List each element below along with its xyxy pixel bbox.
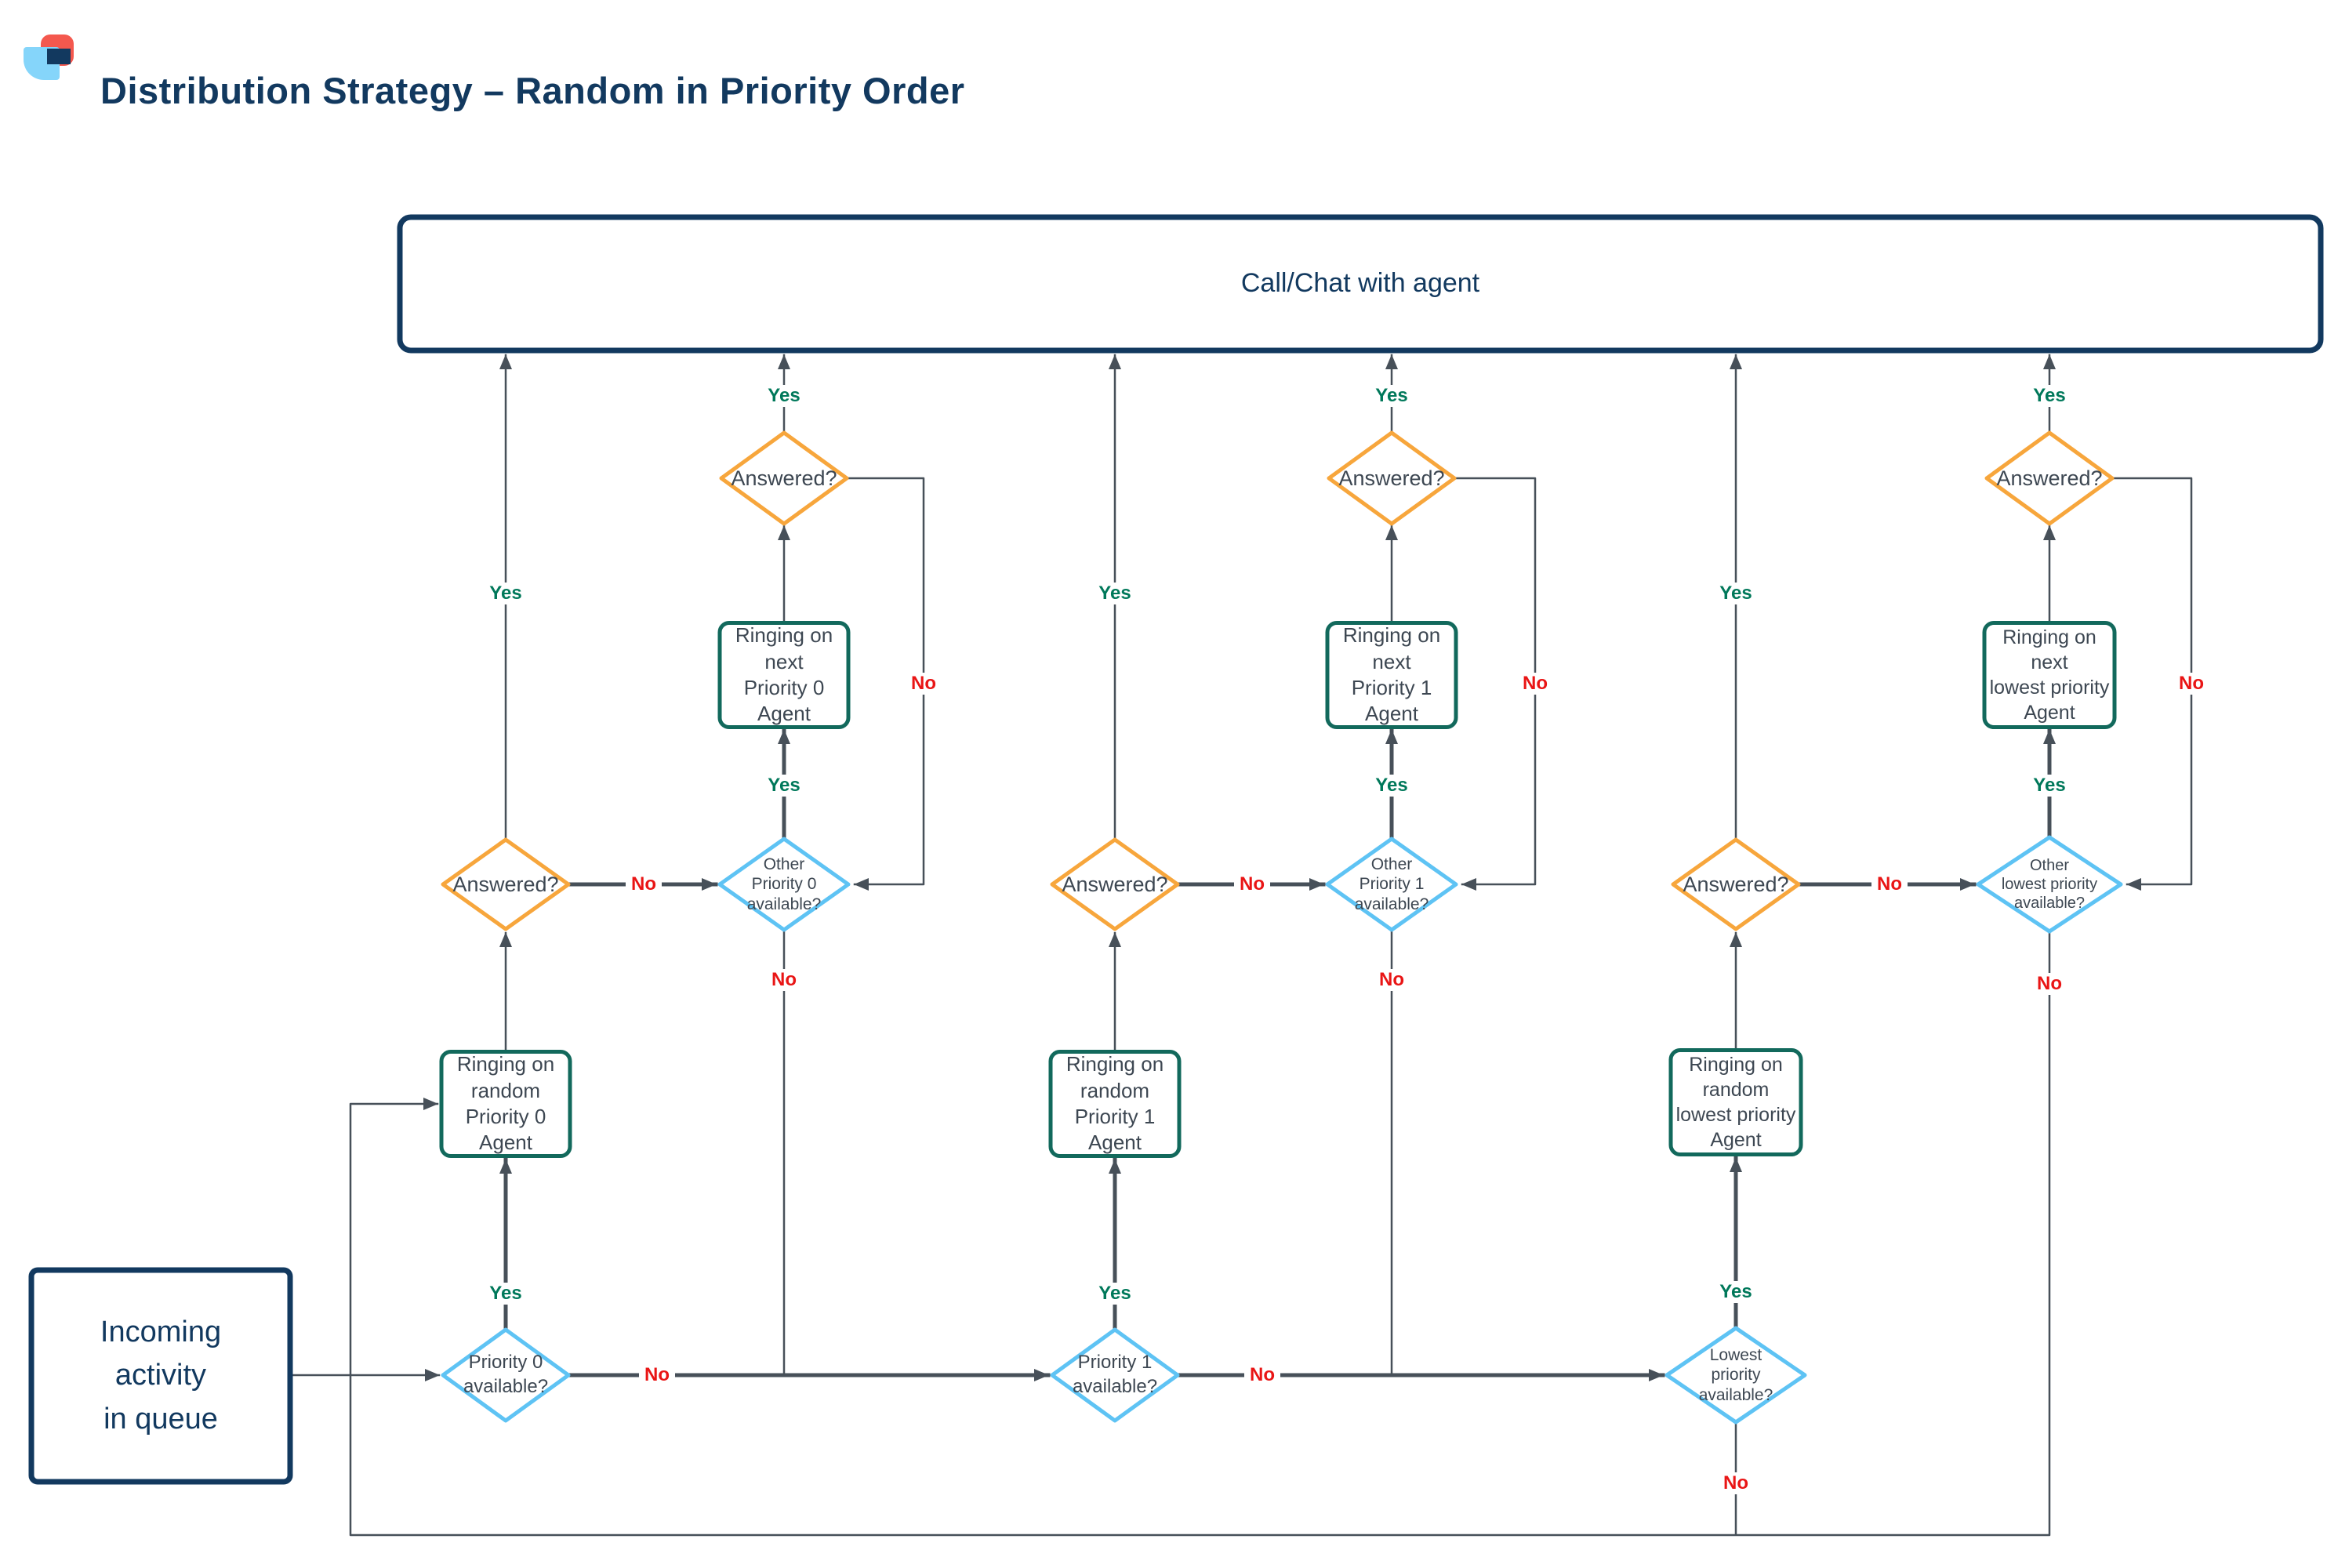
node-priority1-available-shape [1050, 1327, 1180, 1423]
edge-label-lowest-no-down: No [1718, 1472, 1754, 1494]
edge-label-other-p0-yes-up: Yes [762, 775, 806, 797]
edge-label-answered-mid-3-yes: Yes [1714, 583, 1758, 604]
node-answered-mid-3-shape [1671, 837, 1801, 931]
edge-label-answered-mid-3-no: No [1871, 873, 1908, 895]
edge-label-answered-mid-1-no: No [626, 873, 662, 895]
node-answered-mid-2-shape [1050, 837, 1180, 931]
edge-label-p1-no-to-lowest: No [1244, 1364, 1280, 1386]
node-ring-random-p0-shape [439, 1050, 572, 1158]
node-answered-top-2-shape [1327, 430, 1457, 526]
node-answered-top-1-shape [719, 430, 849, 526]
node-ring-next-p0-shape [717, 621, 851, 729]
node-other-p1-available-shape [1325, 837, 1458, 932]
edge-other-lowest-no-loopback [349, 930, 2051, 1537]
edge-label-p0-yes-to-ring-random: Yes [484, 1283, 528, 1305]
edge-label-p0-no-to-p1: No [639, 1364, 675, 1386]
edge-label-answered-top-3-no-loop: No [2173, 673, 2209, 695]
node-call-chat-shape [397, 214, 2324, 354]
node-ring-next-p1-shape [1325, 621, 1458, 729]
edge-label-other-p0-no-down: No [766, 969, 802, 991]
edge-label-answered-top-3-yes: Yes [2028, 385, 2071, 407]
brand-logo-icon [24, 34, 75, 82]
node-other-lowest-available-shape [1976, 835, 2123, 934]
node-ring-random-lowest-shape [1668, 1048, 1803, 1156]
node-answered-mid-1-shape [441, 837, 571, 931]
edge-label-answered-mid-2-yes: Yes [1093, 583, 1137, 604]
edge-label-answered-top-2-yes: Yes [1370, 385, 1414, 407]
edge-label-other-p1-no-down: No [1374, 969, 1410, 991]
edge-label-answered-top-2-no-loop: No [1517, 673, 1553, 695]
node-priority0-available-shape [441, 1327, 571, 1423]
edge-label-other-p1-yes-up: Yes [1370, 775, 1414, 797]
edge-label-answered-top-1-yes: Yes [762, 385, 806, 407]
node-ring-random-p1-shape [1048, 1050, 1182, 1158]
node-incoming-shape [28, 1267, 293, 1485]
edge-label-answered-top-1-no-loop: No [906, 673, 942, 695]
node-lowest-available-shape [1664, 1326, 1807, 1425]
edge-label-answered-mid-1-yes: Yes [484, 583, 528, 604]
page-title: Distribution Strategy – Random in Priori… [100, 70, 965, 111]
edge-label-other-lowest-yes-up: Yes [2028, 775, 2071, 797]
edge-label-answered-mid-2-no: No [1234, 873, 1270, 895]
node-other-p0-available-shape [717, 837, 851, 932]
edge-label-p1-yes-to-ring-random: Yes [1093, 1283, 1137, 1305]
node-ring-next-lowest-shape [1982, 621, 2117, 729]
node-answered-top-3-shape [1984, 430, 2115, 526]
edge-label-lowest-yes-to-ring-random: Yes [1714, 1281, 1758, 1303]
logo-navy-square [47, 49, 71, 64]
edge-label-other-lowest-no-loopback: No [2031, 973, 2067, 995]
